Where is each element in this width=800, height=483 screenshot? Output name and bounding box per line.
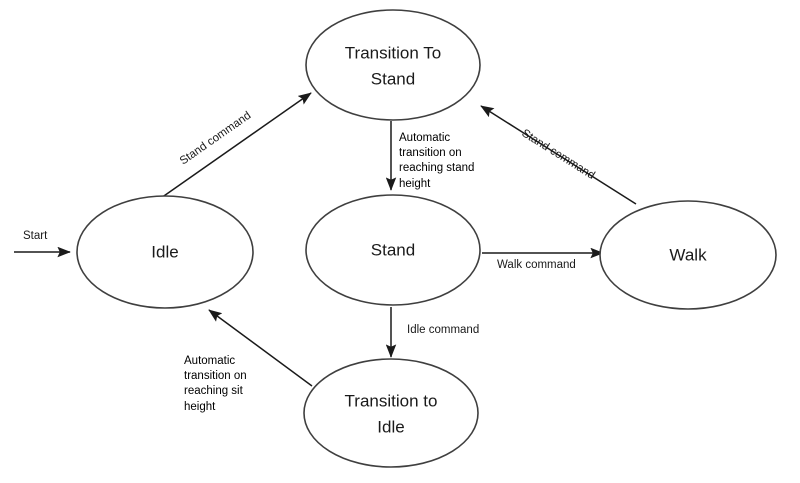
edge-label-idle-command: Idle command [407,324,479,336]
node-transition-to-stand-label-line1: Transition To [345,43,441,62]
node-transition-to-stand-label-line2: Stand [371,69,415,88]
edge-label-walk-command: Walk command [497,259,576,271]
edge-label-automatic-transition-stand: Automatic transition on reaching stand h… [399,132,475,190]
node-transition-to-stand-ellipse [305,9,481,121]
node-transition-to-idle-label-line1: Transition to [345,391,438,410]
edge-label-stand-command-left: Stand command [178,110,253,168]
node-idle-ellipse [76,195,254,309]
edge-label-automatic-transition-sit: Automatic transition on reaching sit hei… [184,355,247,413]
edge-idle-to-transition-to-stand [160,92,312,199]
node-transition-to-idle-label-line2: Idle [377,417,404,436]
node-stand-ellipse [305,194,481,306]
node-transition-to-stand[interactable]: Transition To Stand [305,9,481,121]
edge-label-start: Start [23,230,48,242]
node-walk-label: Walk [669,245,707,264]
edge-label-stand-command-right: Stand command [519,127,596,182]
node-walk-ellipse [599,200,777,310]
edge-transition-to-idle-to-idle [208,309,313,387]
node-stand[interactable]: Stand [305,194,481,306]
node-walk[interactable]: Walk [599,200,777,310]
node-idle-label: Idle [151,242,178,261]
edge-walk-to-transition-to-stand [480,105,637,205]
node-stand-label: Stand [371,240,415,259]
node-transition-to-idle-ellipse [303,358,479,468]
node-idle[interactable]: Idle [76,195,254,309]
node-transition-to-idle[interactable]: Transition to Idle [303,358,479,468]
